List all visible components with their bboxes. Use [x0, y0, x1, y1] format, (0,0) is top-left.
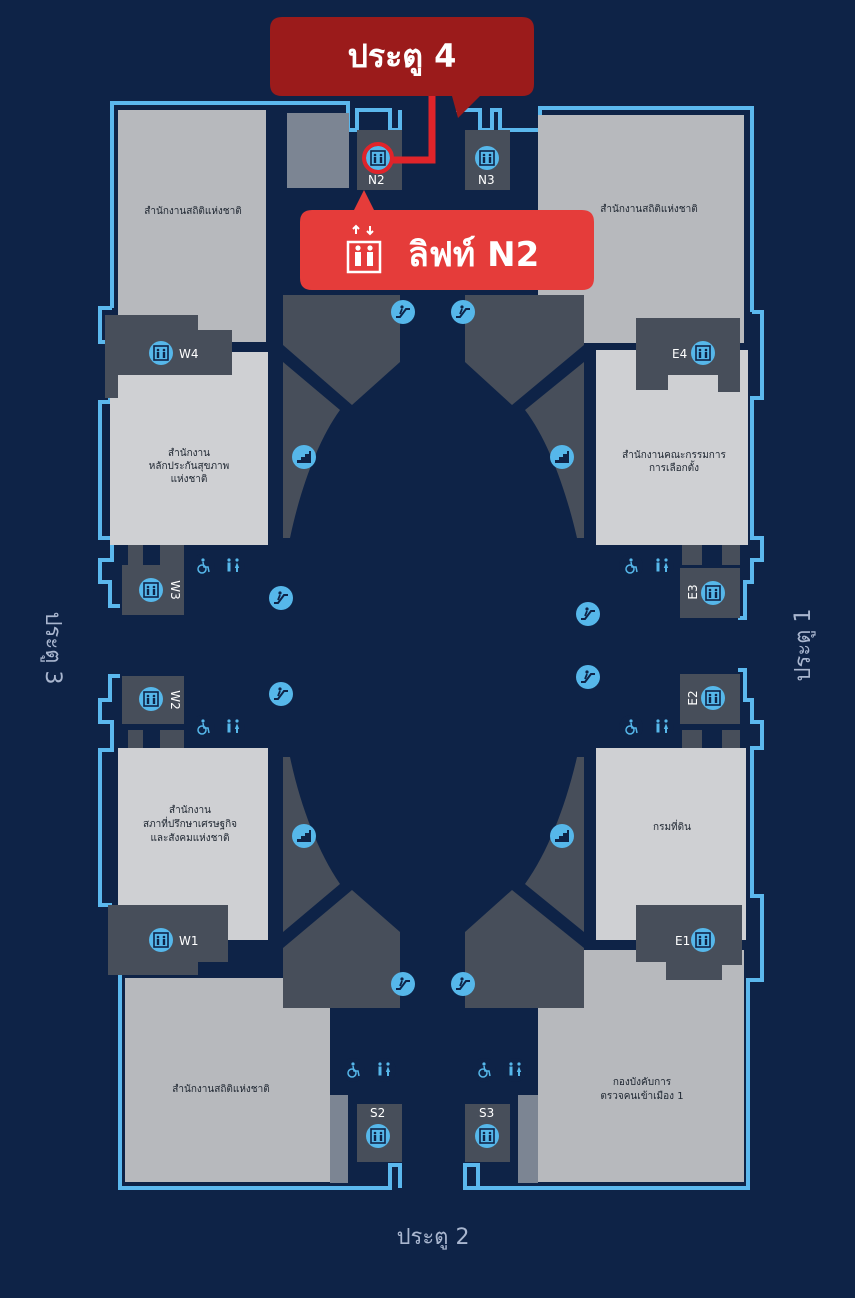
room-labels: สำนักงานสถิติแห่งชาติ สำนักงานสถิติแห่งช…	[143, 204, 727, 1102]
gate-east: ประตู 1	[791, 609, 816, 682]
room-label-e-upper-2: การเลือกตั้ง	[649, 460, 699, 474]
room-w-upper	[110, 352, 268, 545]
room-label-ne: สำนักงานสถิติแห่งชาติ	[600, 204, 697, 215]
lift-label-e3: E3	[686, 584, 700, 599]
lift-label-e4: E4	[672, 347, 687, 361]
stairs-icons	[292, 445, 574, 848]
elevator-icon	[346, 224, 382, 274]
wheelchair-icon	[190, 553, 216, 579]
elevator-icon-w3	[138, 577, 164, 603]
escalator-icon	[575, 664, 601, 690]
escalator-icon	[268, 585, 294, 611]
lift-callout: ลิฟท์ N2	[300, 190, 594, 290]
restroom-icon	[503, 1058, 527, 1082]
room-label-w-lower-3: และสังคมแห่งชาติ	[150, 833, 229, 844]
room-label-e-lower: กรมที่ดิน	[653, 819, 691, 833]
lift-label-w4: W4	[179, 347, 199, 361]
lift-callout-label: ลิฟท์ N2	[408, 235, 539, 275]
escalator-icon	[450, 971, 476, 997]
restroom-icon	[221, 715, 245, 739]
lift-label-w3: W3	[168, 580, 182, 600]
elevator-icon-w1	[148, 927, 174, 953]
elevator-icon-n3	[474, 145, 500, 171]
room-label-w-upper-3: แห่งชาติ	[171, 474, 208, 485]
elevator-icon-w2	[138, 686, 164, 712]
restroom-icon	[372, 1058, 396, 1082]
room-label-w-lower-2: สภาที่ปรึกษาเศรษฐกิจ	[143, 816, 237, 830]
lift-label-e1: E1	[675, 934, 690, 948]
stairs-icon	[550, 824, 574, 848]
lift-labels: N2 N3 W4 E4 W1 E1 S2 S3 W3 W2 E3 E2	[168, 173, 700, 1120]
elevator-icon-n2	[365, 145, 391, 171]
room-label-w-upper-1: สำนักงาน	[168, 448, 210, 459]
wheelchair-icon	[618, 553, 644, 579]
stairs-icon	[550, 445, 574, 469]
elevator-icon-s3	[474, 1123, 500, 1149]
gate-west: ประตู 3	[40, 612, 65, 685]
escalator-icon	[390, 971, 416, 997]
lift-label-e2: E2	[686, 690, 700, 705]
selected-lift-ring	[362, 142, 394, 174]
room-label-se-1: กองบังคับการ	[613, 1077, 672, 1088]
wheelchair-icon	[471, 1057, 497, 1083]
restroom-icon	[221, 554, 245, 578]
atrium-wedges	[283, 295, 584, 1008]
room-label-w-upper-2: หลักประกันสุขภาพ	[149, 461, 230, 472]
lift-label-w1: W1	[179, 934, 199, 948]
elevator-icon-e1	[690, 927, 716, 953]
lift-label-s3: S3	[479, 1106, 494, 1120]
lift-label-n2: N2	[368, 173, 385, 187]
restroom-icon	[650, 554, 674, 578]
room-sw	[125, 978, 330, 1182]
room-nw	[118, 110, 266, 342]
elevator-icon-e3	[700, 580, 726, 606]
lift-label-s2: S2	[370, 1106, 385, 1120]
room-label-w-lower-1: สำนักงาน	[169, 805, 211, 816]
gate-labels: ประตู 2 ประตู 1 ประตู 3	[40, 609, 816, 1250]
elevator-icon-e2	[700, 685, 726, 711]
escalator-icon	[575, 601, 601, 627]
escalator-icon	[390, 299, 416, 325]
escalator-icon	[268, 681, 294, 707]
wheelchair-icon	[340, 1057, 366, 1083]
route-highlight	[362, 96, 436, 174]
elevator-icon-e4	[690, 340, 716, 366]
room-label-se-2: ตรวจคนเข้าเมือง 1	[600, 1090, 683, 1102]
lift-label-w2: W2	[168, 690, 182, 710]
room-label-e-upper-1: สำนักงานคณะกรรมการ	[622, 450, 726, 461]
restroom-icon	[650, 715, 674, 739]
wheelchair-icon	[618, 714, 644, 740]
gate-callout-label: ประตู 4	[348, 37, 457, 77]
room-label-sw: สำนักงานสถิติแห่งชาติ	[172, 1084, 269, 1095]
lift-label-n3: N3	[478, 173, 495, 187]
gate-callout: ประตู 4	[270, 17, 534, 118]
stairs-icon	[292, 445, 316, 469]
elevator-icon-w4	[148, 340, 174, 366]
elevator-icon-s2	[365, 1123, 391, 1149]
wheelchair-icon	[190, 714, 216, 740]
room-label-nw: สำนักงานสถิติแห่งชาติ	[144, 206, 241, 217]
stairs-icon	[292, 824, 316, 848]
gate-south: ประตู 2	[397, 1225, 470, 1250]
escalator-icon	[450, 299, 476, 325]
